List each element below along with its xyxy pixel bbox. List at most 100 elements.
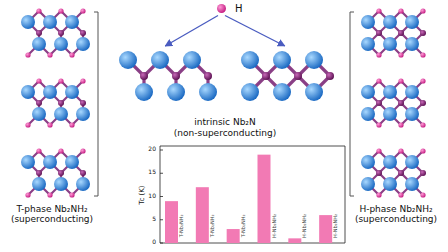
h-atom [36,78,41,83]
nb-atom [21,15,35,29]
category-label: H-Nb₂NH₂ [333,211,339,241]
phase-label: T-phase Nb₂NH₂ (superconducting) [2,204,102,225]
h-atom [420,122,425,127]
bar [319,215,332,243]
nb-atom [383,15,397,29]
n-atom [398,100,404,106]
nb-atom [65,155,79,169]
axis-tick [160,173,163,174]
nb-atom [119,51,137,69]
nb-atom [76,107,90,121]
h-atom [25,52,30,57]
n-atom [58,170,64,176]
nb-atom [383,85,397,99]
h-atom [420,192,425,197]
nb-atom [405,15,419,29]
n-atom [36,100,42,106]
h-atom [398,78,403,83]
nb-atom [43,15,57,29]
nb-atom [32,107,46,121]
h-atom [25,192,30,197]
h-atom [420,78,425,83]
bracket [94,12,98,196]
bar [165,201,178,243]
nb-atom [361,37,375,51]
h-atom [376,192,381,197]
crystal-structure [241,51,334,101]
nb-atom [21,155,35,169]
n-atom [36,170,42,176]
nb-atom [199,83,217,101]
nb-atom [405,107,419,121]
tick-label: 5 [127,216,156,223]
h-atom [58,78,63,83]
n-atom [420,100,426,106]
category-label: H-Nb₂NH₂ [302,211,308,241]
n-atom [80,170,86,176]
n-atom [58,100,64,106]
axis-tick [160,196,163,197]
nb-atom [305,51,323,69]
nb-atom [361,177,375,191]
h-atom [47,122,52,127]
h-atom [398,148,403,153]
nb-atom [241,83,259,101]
h-atom [398,52,403,57]
h-atom [398,8,403,13]
nb-atom [241,51,259,69]
n-atom [376,30,382,36]
crystal-structure [361,8,426,57]
h-atom [420,8,425,13]
n-atom [36,30,42,36]
category-label: H-Nb₂NH₂ [272,211,278,241]
crystal-structure [21,78,90,127]
h-atom [398,122,403,127]
nb-atom [54,107,68,121]
h-atom [217,4,226,13]
n-atom [420,30,426,36]
nb-atom [273,83,291,101]
nb-atom [135,83,153,101]
tick-label: 20 [127,146,156,153]
crystal-structure [361,78,426,127]
nb-atom [405,155,419,169]
tick-label: 10 [127,193,156,200]
arrow-connector [165,16,218,47]
n-atom [80,100,86,106]
axis-tick [160,219,163,220]
h-atom [376,78,381,83]
nb-atom [54,177,68,191]
h-atom-icon [216,3,227,14]
n-atom [376,100,382,106]
n-atom [140,72,148,80]
bar-chart [160,146,345,243]
n-atom [376,170,382,176]
nb-atom [405,85,419,99]
h-atom [80,8,85,13]
nb-atom [76,37,90,51]
crystal-structure [21,8,90,57]
nb-atom [361,15,375,29]
h-atom [58,148,63,153]
structure-label: (non-superconducting) [174,128,276,138]
nb-atom [32,37,46,51]
h-atom [398,192,403,197]
crystal-structure [119,51,217,101]
nb-atom [405,37,419,51]
nb-atom [21,85,35,99]
structure-region: intrinsic Nb₂N(non-superconducting) [110,46,340,138]
h-atom [47,52,52,57]
h-atom [80,148,85,153]
h-atom [69,52,74,57]
axis-tick [160,243,163,244]
h-atom [376,148,381,153]
nb-atom [43,85,57,99]
nb-atom [383,37,397,51]
category-label: T-Nb₂NH₂ [179,211,185,241]
chart-frame [160,146,345,243]
nb-atom [361,107,375,121]
category-label: T-Nb₂NH₂ [210,211,216,241]
nb-atom [305,83,323,101]
h-atom [376,8,381,13]
